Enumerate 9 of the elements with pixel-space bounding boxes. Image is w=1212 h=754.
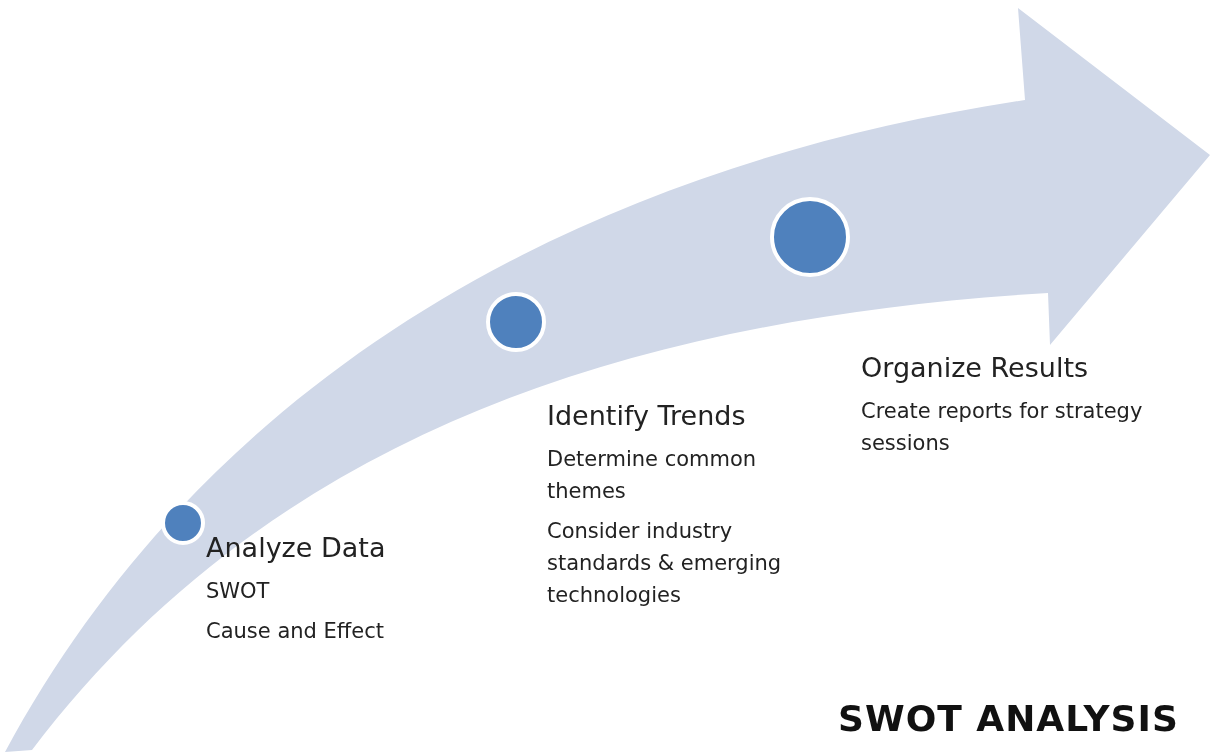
step-description: Consider industry standards & emerging technologies <box>547 518 783 609</box>
step-description: Cause and Effect <box>206 618 385 645</box>
step-description: SWOT <box>206 578 271 605</box>
step-description: Create reports for strategy sessions <box>861 398 1144 457</box>
step-description: Determine common themes <box>547 446 758 505</box>
caption: SWOT ANALYSIS <box>838 698 1179 739</box>
step-heading: Analyze Data <box>206 532 387 563</box>
step-heading: Organize Results <box>861 352 1090 383</box>
step-heading: Identify Trends <box>547 400 747 431</box>
